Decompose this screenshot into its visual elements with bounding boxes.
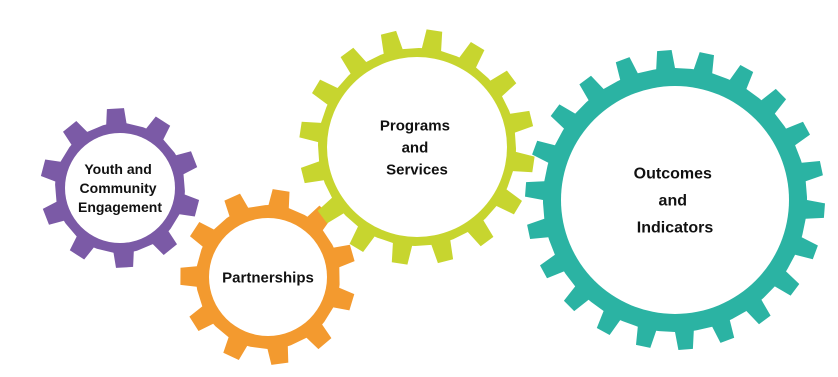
gear-programs-services: Programs and Services xyxy=(299,29,535,265)
gear-programs-label-line-2: and xyxy=(402,139,429,156)
gear-outcomes-center xyxy=(561,86,789,314)
gear-programs-label-line-3: Services xyxy=(386,161,448,178)
gear-programs-label-line-1: Programs xyxy=(380,117,450,134)
gear-partnerships-label-line-1: Partnerships xyxy=(222,269,314,286)
gear-programs-center xyxy=(327,57,507,237)
gear-youth-center xyxy=(65,133,175,243)
gear-partnerships: Partnerships xyxy=(180,189,355,365)
gear-outcomes-label: Outcomes and Indicators xyxy=(634,166,717,237)
gear-youth-label-line-2: Community xyxy=(80,180,157,196)
gear-outcomes-label-line-2: and xyxy=(659,193,687,210)
gear-youth-label: Youth and Community Engagement xyxy=(78,161,162,215)
gear-youth-label-line-3: Engagement xyxy=(78,199,162,215)
gear-programs-label: Programs and Services xyxy=(380,117,454,178)
gear-partnerships-center xyxy=(209,218,327,336)
gear-youth-community-engagement: Youth and Community Engagement xyxy=(40,108,200,268)
gear-outcomes-label-line-3: Indicators xyxy=(637,220,714,237)
gear-partnerships-label: Partnerships xyxy=(222,269,314,286)
gear-outcomes-indicators: Outcomes and Indicators xyxy=(525,50,825,350)
gear-outcomes-label-line-1: Outcomes xyxy=(634,166,712,183)
gear-youth-label-line-1: Youth and xyxy=(84,161,151,177)
